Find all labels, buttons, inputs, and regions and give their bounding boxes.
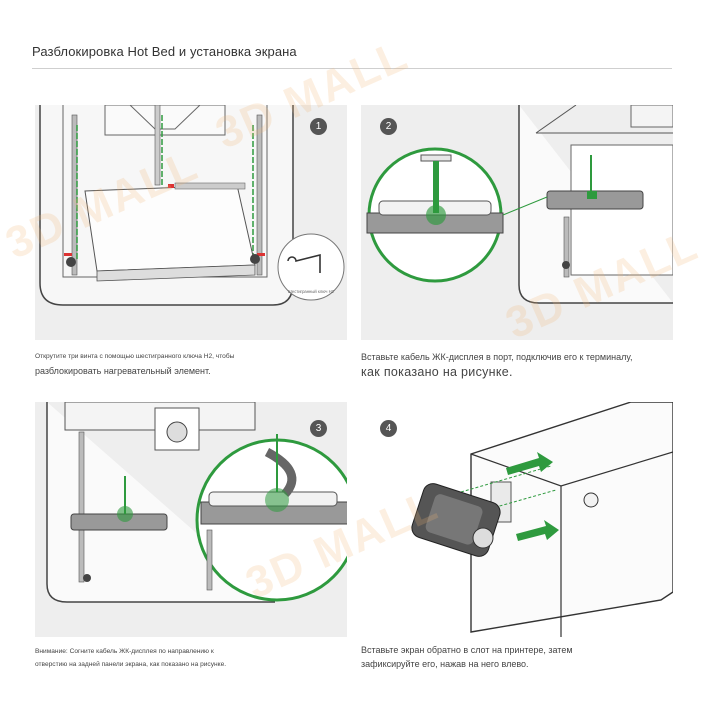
step-number-badge: 1 <box>310 118 327 135</box>
printer-front-hotbed-drawing: Шестигранный ключ H2 <box>39 105 345 306</box>
step-3-illustration: 3 <box>35 402 347 637</box>
step-1-illustration: Шестигранный ключ H2 1 <box>35 105 347 340</box>
step-1-caption-line1: Открутите три винта с помощью шестигранн… <box>35 353 235 360</box>
title-divider <box>32 68 672 69</box>
step-number-badge: 2 <box>380 118 397 135</box>
lcd-cable-bend-drawing <box>46 402 347 603</box>
lcd-cable-port-drawing <box>366 105 673 304</box>
step-number-badge: 4 <box>380 420 397 437</box>
step-3-caption-line1: Внимание: Согните кабель ЖК-дисплея по н… <box>35 648 214 655</box>
tool-label: Шестигранный ключ H2 <box>288 289 335 294</box>
step-4-caption-line2: зафиксируйте его, нажав на него влево. <box>361 659 529 669</box>
step-3-caption-line2: отверстию на задней панели экрана, как п… <box>35 661 227 668</box>
step-1-caption-line2: разблокировать нагревательный элемент. <box>35 366 211 376</box>
page-title: Разблокировка Hot Bed и установка экрана <box>32 44 297 59</box>
step-4-caption-line1: Вставьте экран обратно в слот на принтер… <box>361 645 573 655</box>
step-number-badge: 3 <box>310 420 327 437</box>
screen-insert-drawing <box>411 402 673 637</box>
step-2-caption-line2: как показано на рисунке. <box>361 365 513 379</box>
step-4-illustration: 4 <box>361 402 673 637</box>
step-2-caption-line1: Вставьте кабель ЖК-дисплея в порт, подкл… <box>361 352 633 362</box>
step-2-illustration: 2 <box>361 105 673 340</box>
